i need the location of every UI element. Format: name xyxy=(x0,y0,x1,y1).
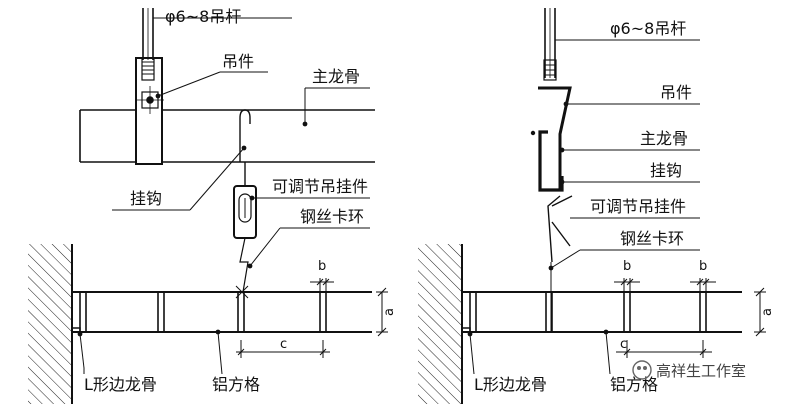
right-dim-b2-label: b xyxy=(699,259,707,274)
right-hook-label: 挂钩 xyxy=(650,161,682,180)
right-hanger-rod xyxy=(543,8,557,81)
right-dim-b2 xyxy=(690,278,716,292)
left-wall xyxy=(28,244,72,404)
left-aluminum-grid-label: 铝方格 xyxy=(212,375,260,394)
right-wall xyxy=(418,244,462,404)
right-hanger-label: 吊件 xyxy=(660,83,692,102)
left-main-keel-label: 主龙骨 xyxy=(312,67,360,86)
left-diagram xyxy=(28,8,388,404)
left-main-keel xyxy=(79,109,375,163)
left-hanger-rod xyxy=(141,8,155,81)
right-aluminum-grid-label: 铝方格 xyxy=(610,375,658,394)
left-hanger-label: 吊件 xyxy=(222,52,254,71)
left-dim-b xyxy=(310,278,334,292)
left-dim-a-label: a xyxy=(382,308,397,316)
left-hook xyxy=(239,109,251,162)
left-edge-keel-label: L形边龙骨 xyxy=(84,375,157,394)
left-dim-c-label: c xyxy=(280,337,287,352)
right-rod-label: φ6~8吊杆 xyxy=(610,19,686,38)
right-diagram xyxy=(418,8,766,404)
left-wire-clip xyxy=(239,237,249,293)
right-dim-c xyxy=(616,340,712,358)
right-adjustable-hanger xyxy=(547,195,573,263)
right-dim-c-label: c xyxy=(620,337,627,352)
watermark: 高祥生工作室 xyxy=(632,360,746,380)
left-wire-clip-label: 钢丝卡环 xyxy=(300,207,364,226)
left-leaders xyxy=(79,17,370,375)
right-hanger xyxy=(538,86,572,190)
watermark-icon xyxy=(632,360,652,380)
right-leaders xyxy=(469,39,700,375)
right-main-keel xyxy=(538,130,564,192)
right-dim-a-label: a xyxy=(760,308,775,316)
left-aluminum-grid xyxy=(72,285,372,333)
left-adjustable-hanger xyxy=(233,185,257,239)
left-hook-label: 挂钩 xyxy=(130,189,162,208)
left-rod-label: φ6~8吊杆 xyxy=(165,7,241,26)
left-hanger-clamp xyxy=(135,57,163,165)
right-dim-a xyxy=(754,287,766,337)
right-dim-b1-label: b xyxy=(623,259,631,274)
left-adjustable-hanger-label: 可调节吊挂件 xyxy=(272,177,368,196)
right-main-keel-label: 主龙骨 xyxy=(640,129,688,148)
left-dim-b-label: b xyxy=(318,259,326,274)
right-dim-b1 xyxy=(614,278,640,292)
left-dim-c xyxy=(236,340,330,358)
right-wire-clip-label: 钢丝卡环 xyxy=(620,229,684,248)
left-dim-a xyxy=(376,287,388,337)
right-edge-keel-label: L形边龙骨 xyxy=(474,375,547,394)
right-aluminum-grid xyxy=(462,291,742,333)
right-adjustable-hanger-label: 可调节吊挂件 xyxy=(590,197,686,216)
watermark-text: 高祥生工作室 xyxy=(656,362,746,380)
